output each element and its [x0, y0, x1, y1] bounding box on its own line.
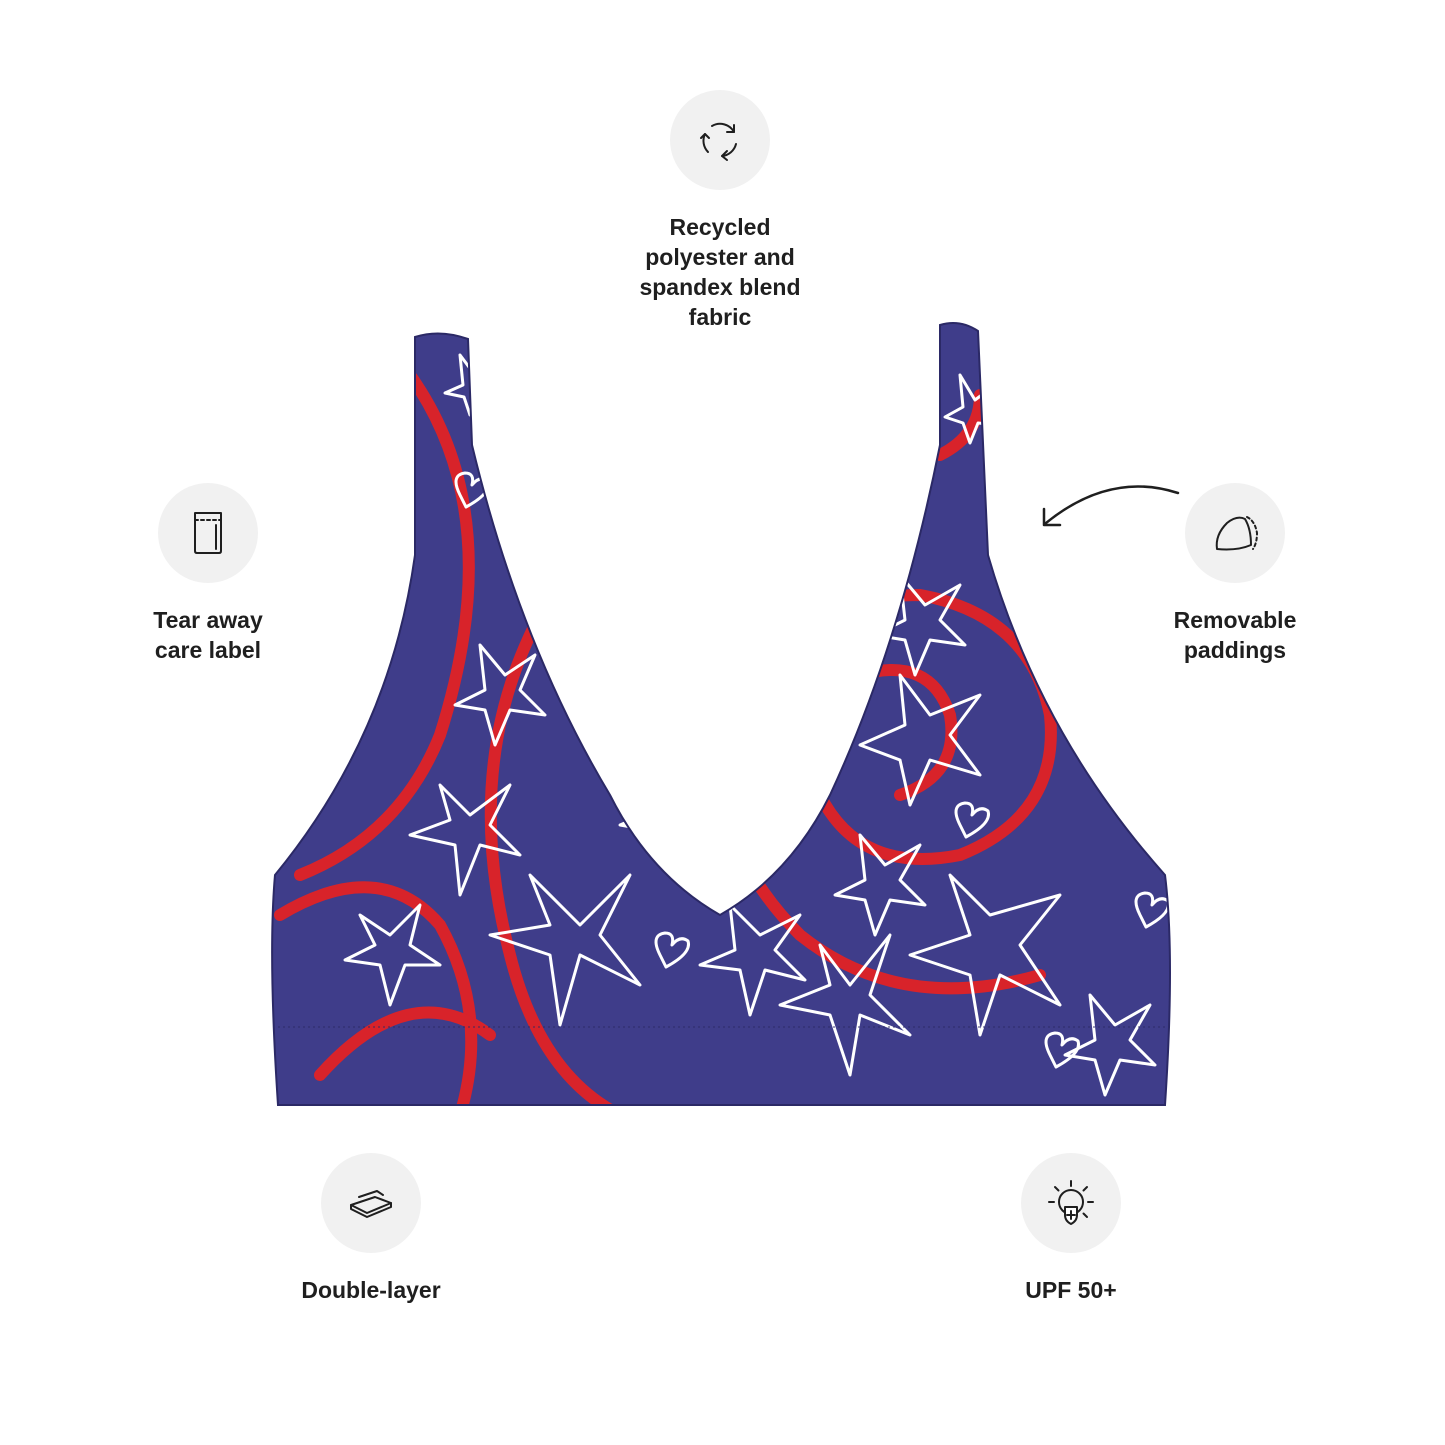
- white-heart: [954, 801, 991, 839]
- red-arc: [294, 369, 475, 881]
- white-star: [698, 903, 807, 1017]
- care-label-icon-badge: [158, 483, 258, 583]
- white-star: [488, 873, 642, 1027]
- recycle-icon-badge: [670, 90, 770, 190]
- care-label-icon: [194, 512, 222, 554]
- feature-label-recycled: Recycled polyester and spandex blend fab…: [639, 214, 801, 330]
- feature-label-upf: UPF 50+: [1025, 1277, 1117, 1303]
- feature-tear-away: Tear away care label: [98, 483, 318, 665]
- arrow-pointer-icon: [1042, 485, 1180, 527]
- padding-icon-badge: [1185, 483, 1285, 583]
- white-star: [778, 933, 912, 1077]
- feature-label-removable: Removable paddings: [1173, 607, 1297, 663]
- feature-upf: UPF 50+: [971, 1153, 1171, 1305]
- padding-icon: [1215, 516, 1258, 551]
- bikini-top-image: [271, 322, 1171, 1106]
- red-arc: [934, 389, 986, 461]
- red-arc: [314, 1006, 496, 1081]
- feature-removable-paddings: Removable paddings: [1125, 483, 1345, 665]
- feature-label-tear-away: Tear away care label: [153, 607, 263, 663]
- white-heart: [1044, 1031, 1081, 1069]
- white-star: [343, 903, 442, 1007]
- sun-shield-icon-badge: [1021, 1153, 1121, 1253]
- sun-shield-icon: [1048, 1180, 1094, 1225]
- white-heart: [1134, 891, 1170, 929]
- layers-icon-badge: [321, 1153, 421, 1253]
- white-star: [908, 873, 1062, 1037]
- feature-label-double-layer: Double-layer: [301, 1277, 441, 1303]
- feature-double-layer: Double-layer: [271, 1153, 471, 1305]
- white-star: [453, 643, 547, 747]
- bikini-top-outline: [271, 322, 1171, 1106]
- recycle-icon: [700, 122, 737, 161]
- feature-recycled: Recycled polyester and spandex blend fab…: [600, 90, 840, 332]
- white-star: [1063, 993, 1157, 1097]
- layers-icon: [350, 1190, 392, 1218]
- red-arc: [484, 609, 626, 1105]
- red-arc: [274, 881, 478, 1105]
- white-star: [858, 673, 982, 807]
- white-heart: [654, 931, 691, 969]
- white-star: [408, 783, 522, 897]
- white-star: [833, 833, 927, 937]
